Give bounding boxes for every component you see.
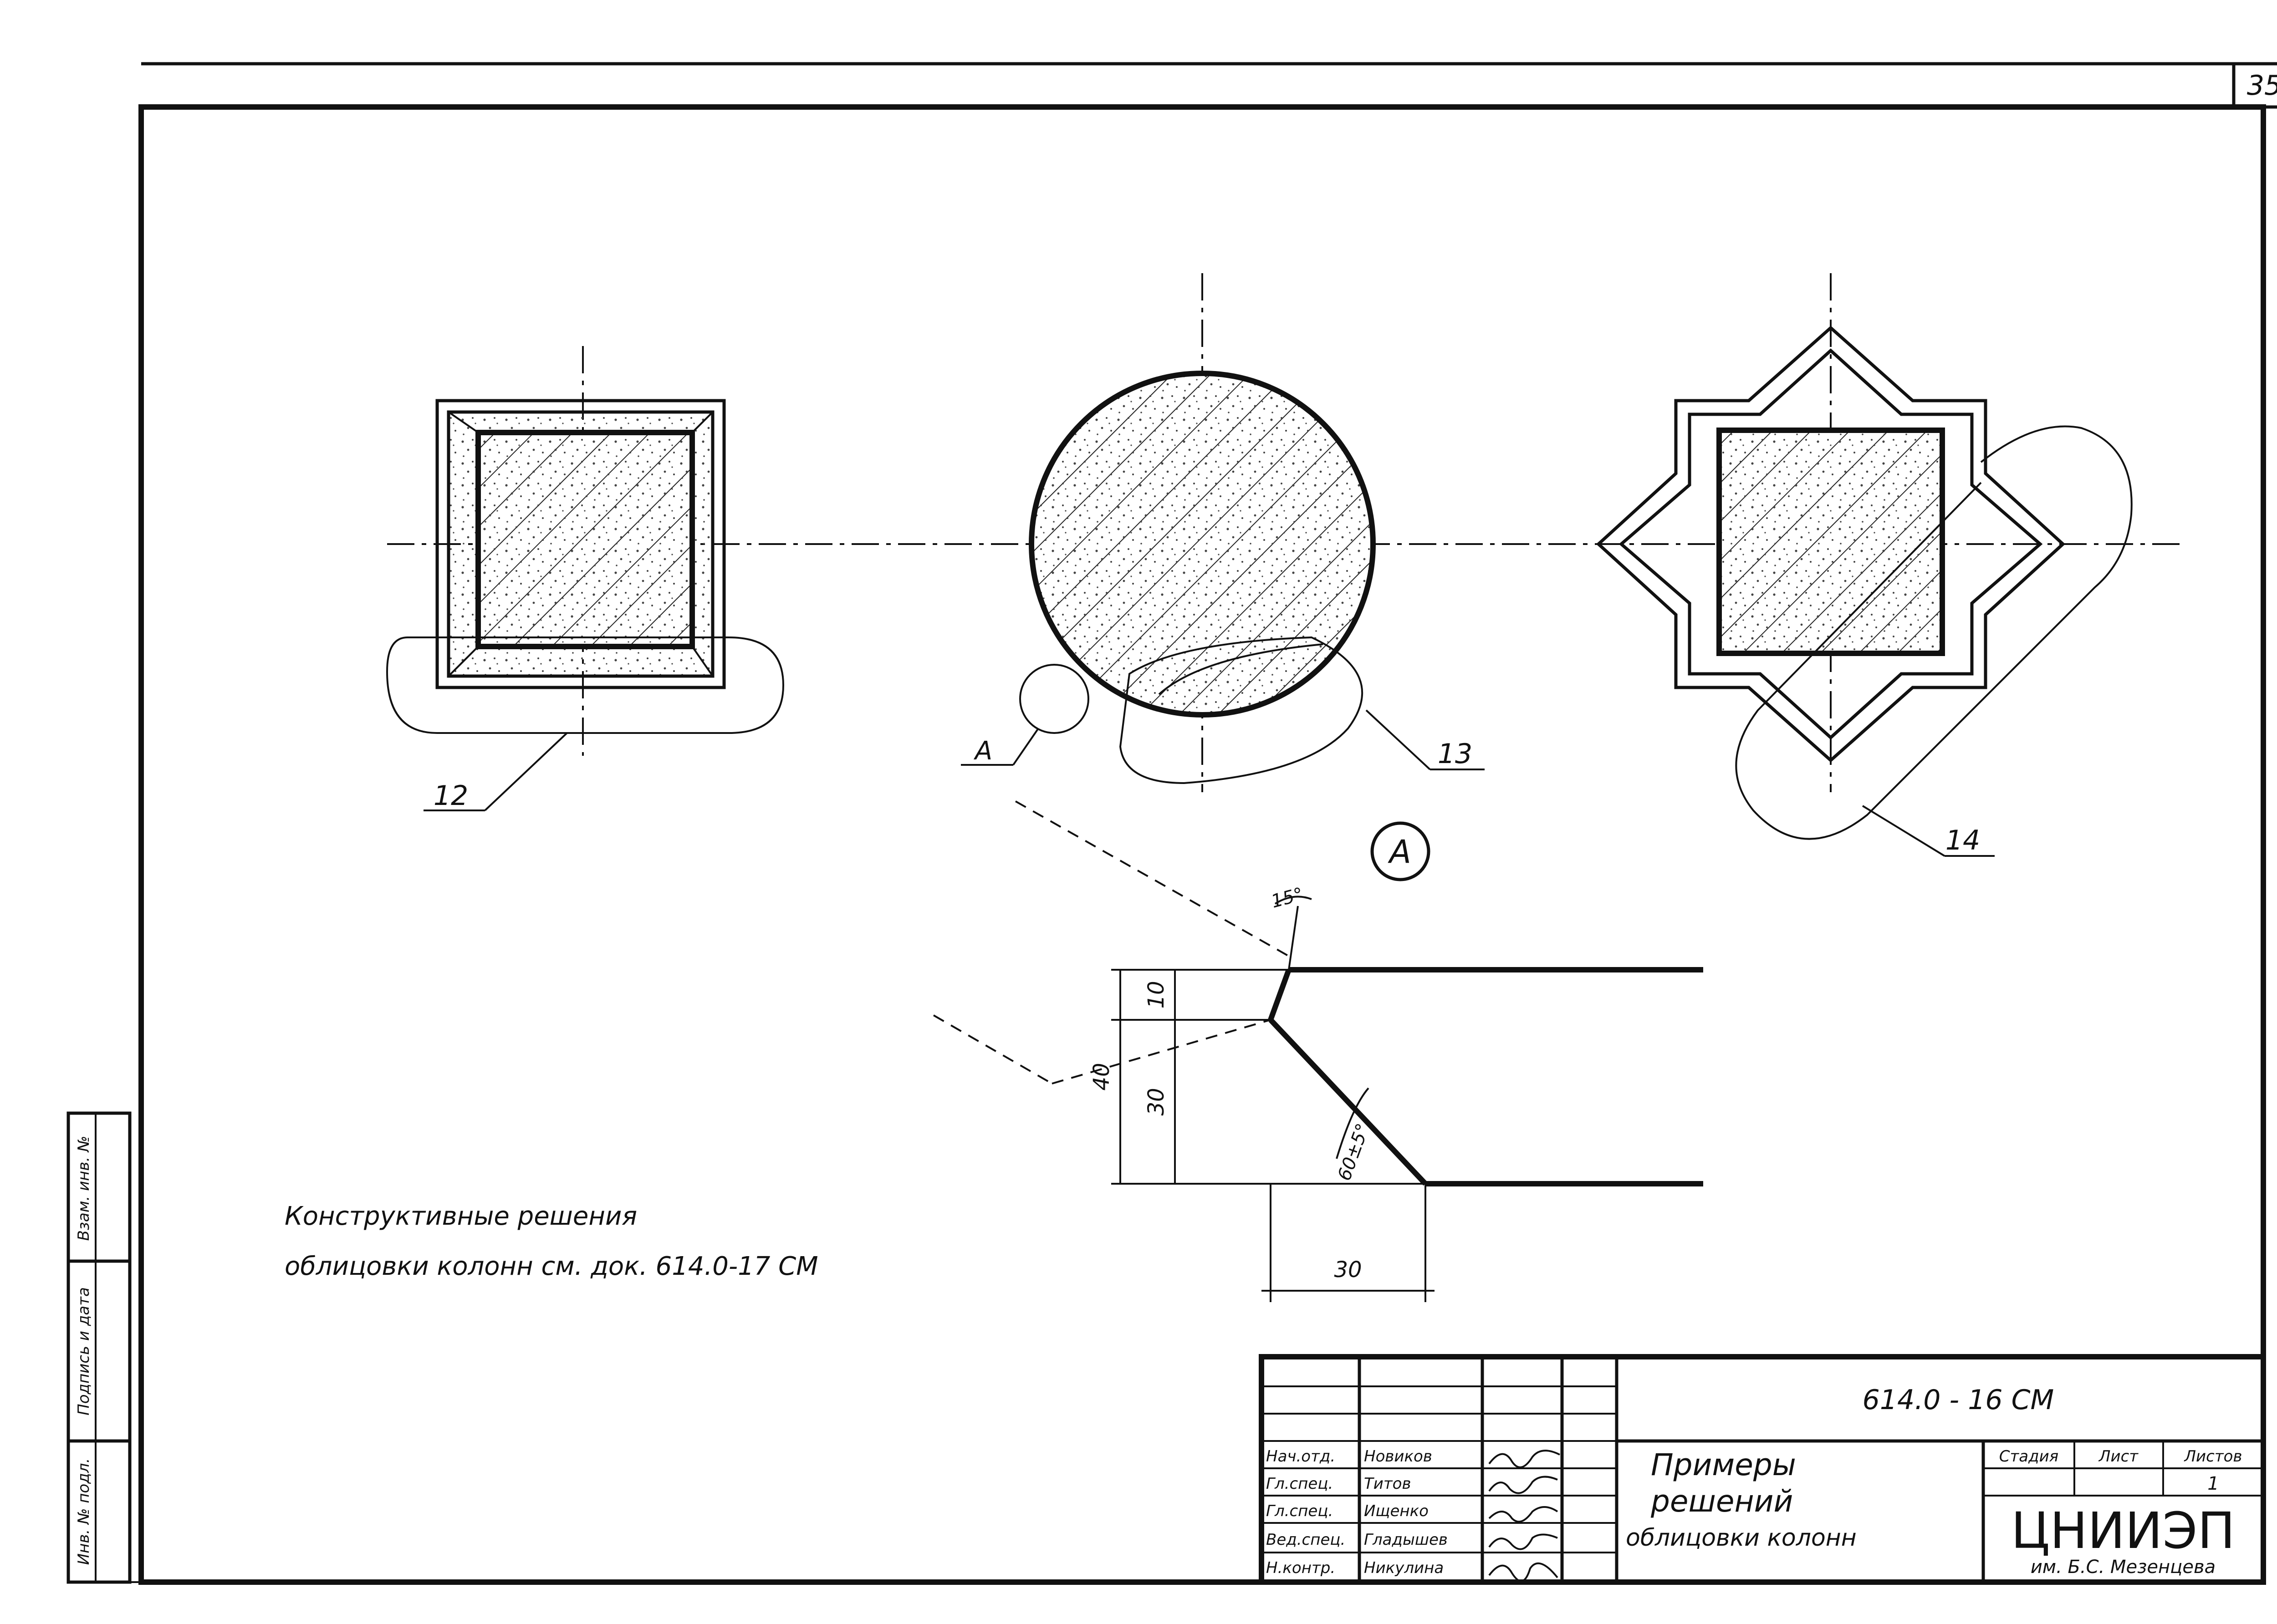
- stage-header: Стадия: [1999, 1447, 2058, 1466]
- dim-40: 40: [1089, 1063, 1114, 1090]
- signatures: [1488, 1450, 1560, 1582]
- square-column-section: 12: [386, 346, 2186, 812]
- side-stamp-original-inventory: Инв. № подл.: [75, 1458, 93, 1565]
- role-4: Вед.спец.: [1266, 1531, 1345, 1549]
- title-line-3: облицовки колонн: [1626, 1524, 1857, 1552]
- general-note: Конструктивные решения облицовки колонн …: [285, 1201, 818, 1281]
- callout-12: 12: [434, 780, 468, 812]
- round-column-section: A 13: [961, 273, 1485, 792]
- page-number: 35: [2247, 70, 2277, 102]
- dim-angle-bottom: 60±5°: [1334, 1121, 1374, 1184]
- name-3: Ищенко: [1364, 1502, 1429, 1520]
- star-column-section: 14: [1596, 273, 2133, 857]
- sheets-value: 1: [2207, 1473, 2219, 1494]
- role-1: Нач.отд.: [1266, 1447, 1335, 1466]
- note-line-1: Конструктивные решения: [285, 1201, 637, 1231]
- sheet-header: Лист: [2098, 1447, 2139, 1466]
- role-5: Н.контр.: [1266, 1559, 1335, 1577]
- name-4: Гладышев: [1364, 1531, 1448, 1549]
- name-2: Титов: [1364, 1475, 1411, 1493]
- title-line-1: Примеры: [1651, 1447, 1796, 1482]
- side-stamp: Взам. инв. № Подпись и дата Инв. № подл.: [66, 1111, 132, 1584]
- side-stamp-replace-inventory: Взам. инв. №: [75, 1136, 93, 1241]
- dim-30-horizontal: 30: [1334, 1257, 1362, 1283]
- note-line-2: облицовки колонн см. док. 614.0-17 СМ: [285, 1252, 818, 1281]
- org-sub: им. Б.С. Мезенцева: [2031, 1557, 2216, 1578]
- detail-A: A 15° 10 30 40 60±5° 30: [933, 800, 1703, 1302]
- page-number-box: 35: [2232, 62, 2277, 109]
- role-2: Гл.спец.: [1266, 1475, 1333, 1493]
- name-1: Новиков: [1364, 1447, 1432, 1466]
- name-5: Никулина: [1364, 1559, 1444, 1577]
- dim-30-vertical: 30: [1144, 1088, 1169, 1115]
- side-stamp-signature-date: Подпись и дата: [75, 1287, 93, 1415]
- dim-angle-top: 15°: [1269, 884, 1305, 912]
- doc-code: 614.0 - 16 СМ: [1863, 1384, 2054, 1416]
- detail-A-title: A: [1388, 833, 1411, 871]
- org-name: ЦНИИЭП: [2011, 1502, 2235, 1560]
- dim-10: 10: [1144, 981, 1169, 1008]
- title-line-2: решений: [1650, 1484, 1793, 1519]
- sheets-header: Листов: [2183, 1447, 2242, 1466]
- detail-A-ref: A: [974, 736, 992, 766]
- callout-13: 13: [1438, 738, 1472, 770]
- callout-14: 14: [1945, 825, 1980, 856]
- title-block: 614.0 - 16 СМ Примеры решений облицовки …: [1259, 1354, 2266, 1585]
- role-3: Гл.спец.: [1266, 1502, 1333, 1520]
